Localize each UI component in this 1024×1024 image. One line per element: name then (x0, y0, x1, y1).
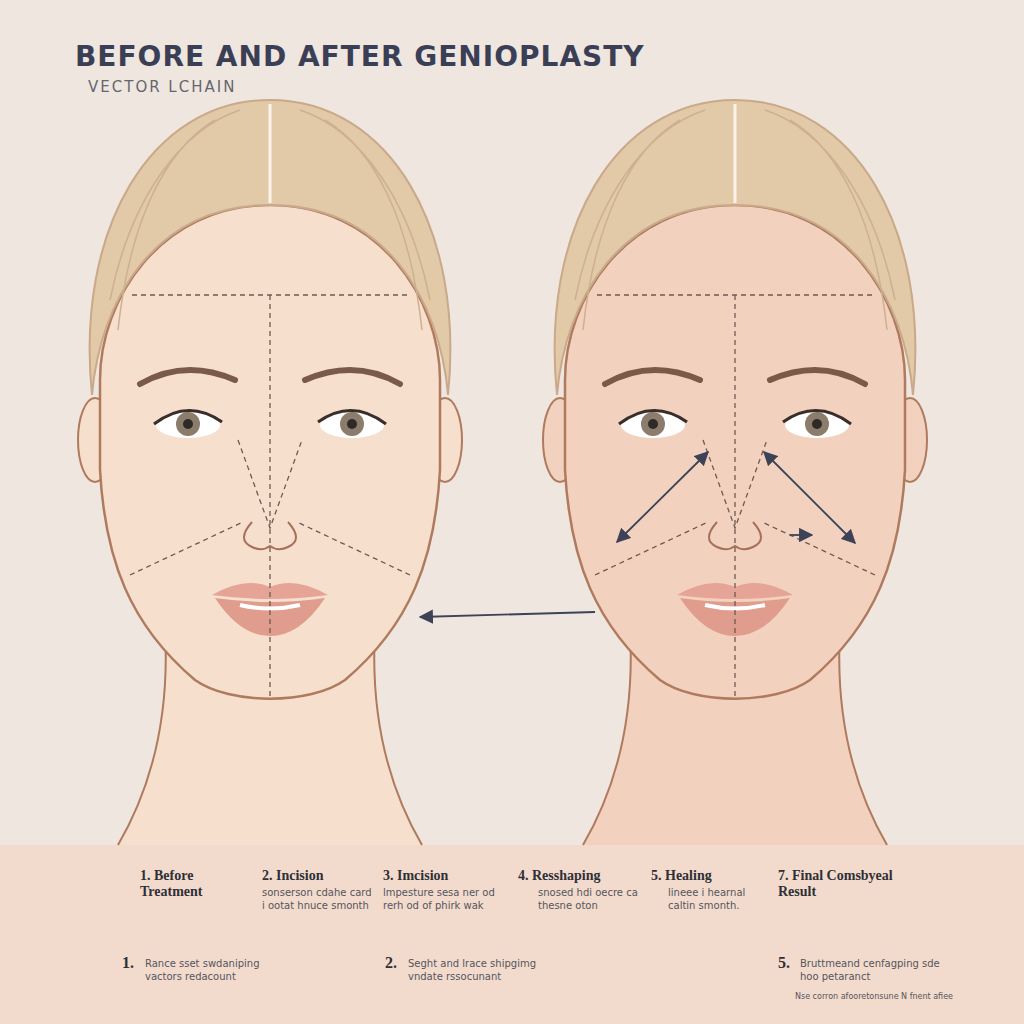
step-heading: 7. Final Comsbyeal Result (778, 868, 893, 900)
subtitle: VECTOR LCHAIN (88, 78, 236, 96)
diagram-title: BEFORE AND AFTER GENIOPLASTY (75, 40, 645, 73)
callout-number: 2. (385, 954, 397, 972)
step-heading: 4. Resshaping (518, 868, 643, 884)
step-note: sonserson cdahe card i ootat hnuce smont… (262, 886, 372, 912)
step-note: Seght and lrace shipgimg vndate rssocuna… (408, 957, 558, 983)
step-note: lmpesture sesa ner od rerh od of phirk w… (383, 886, 503, 912)
step-heading: 1. Before Treatment (140, 868, 248, 900)
footnote: Nse corron afooretonsune N fnent afiee (795, 992, 953, 1001)
step-heading: 5. Healing (651, 868, 766, 884)
step-heading: 3. Imcision (383, 868, 498, 884)
step-note: lineee i hearnal caltin smonth. (668, 886, 768, 912)
step-note: snosed hdi oecre ca thesne oton (538, 886, 643, 912)
callout-number: 5. (778, 954, 790, 972)
step-heading: 2. Incision (262, 868, 377, 884)
step-note: Bruttmeand cenfagping sde hoo petaranct (800, 957, 940, 983)
callout-number: 1. (122, 954, 134, 972)
step-note: Rance sset swdaniping vactors redacount (145, 957, 285, 983)
